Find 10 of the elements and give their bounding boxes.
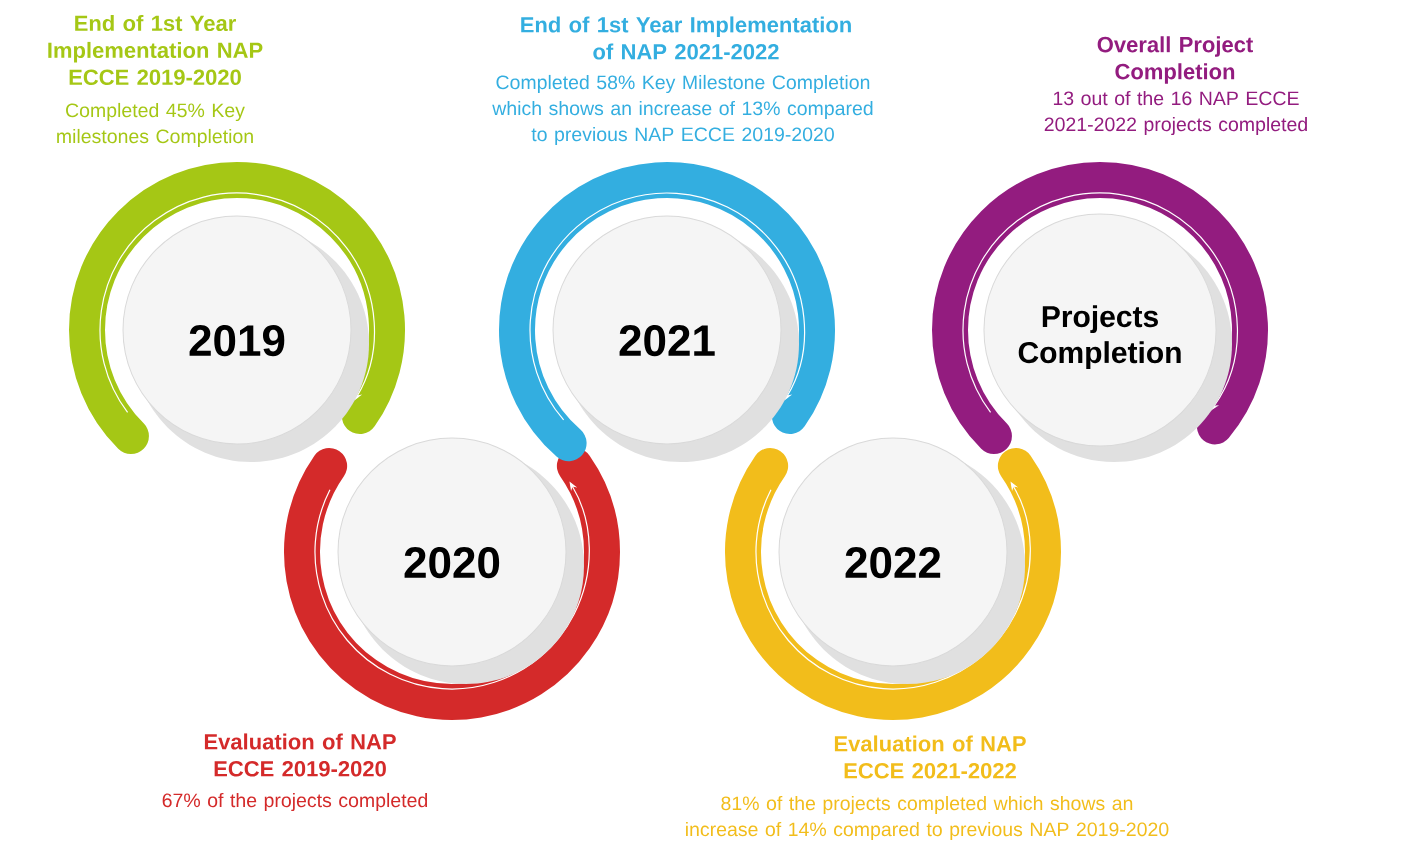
caption-text: Completed 45% Key milestones Completion — [57, 102, 253, 148]
caption-heading: End of 1st Year Implementation NAP ECCE 2019-2020 — [48, 14, 263, 86]
caption-heading: Evaluation of NAP ECCE 2021-2022 — [834, 735, 1026, 779]
caption-heading: End of 1st Year Implementation of NAP 2021-2022 — [521, 16, 851, 60]
caption-heading: Evaluation of NAP ECCE 2019-2020 — [204, 733, 396, 777]
caption-text: Completed 58% Key Milestone Completion which shows an increase of 13% compared to previous NAP ECCE 2019-2020 — [492, 74, 873, 146]
caption-text: 67% of the projects completed — [162, 792, 428, 812]
caption-text: 81% of the projects completed which shows an increase of 14% compared to previous NAP 2019-2020 — [686, 795, 1169, 841]
caption-heading: Overall Project Completion — [1097, 36, 1253, 84]
caption-text: 13 out of the 16 NAP ECCE 2021-2022 projects completed — [1044, 90, 1307, 136]
